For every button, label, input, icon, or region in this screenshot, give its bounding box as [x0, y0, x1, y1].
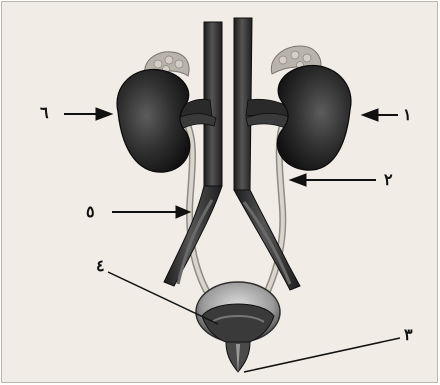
urinary-bladder: [196, 282, 280, 374]
kidney-right: [277, 66, 351, 171]
label-3: ٣: [404, 327, 413, 343]
label-6: ٦: [40, 105, 49, 121]
kidney-left: [117, 69, 190, 172]
label-1: ١: [403, 107, 412, 123]
label-4: ٤: [96, 258, 105, 274]
label-2: ٢: [384, 172, 393, 188]
pointer-line-3: [244, 338, 400, 372]
label-5: ٥: [86, 204, 95, 220]
